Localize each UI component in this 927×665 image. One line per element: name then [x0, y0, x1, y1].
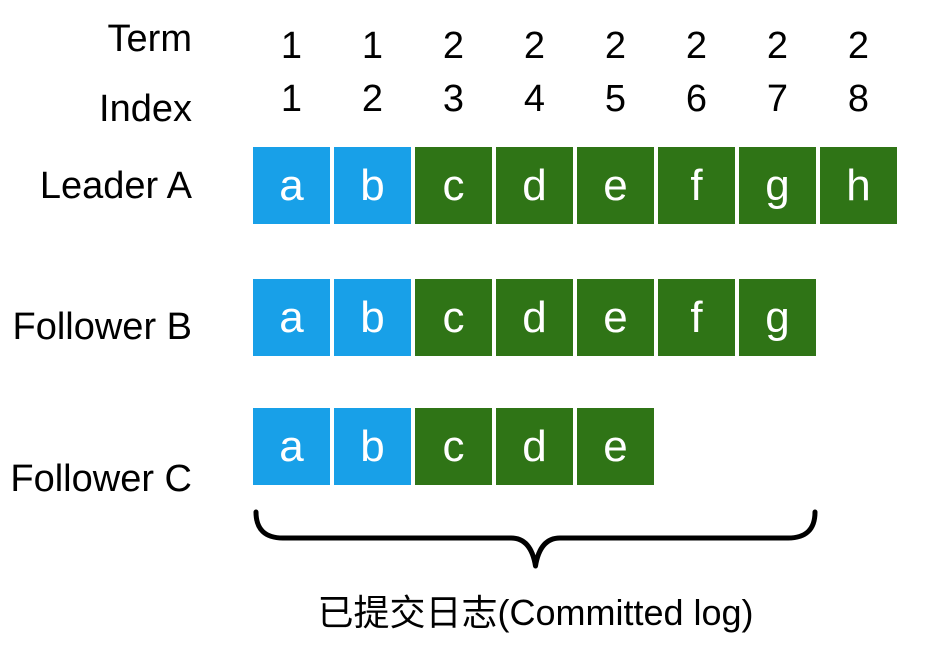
index-value-col-1: 1 [280, 78, 303, 120]
index-value-col-5: 5 [604, 78, 627, 120]
term-value-col-1: 1 [280, 25, 303, 67]
node-label-follower-c: Follower C [10, 458, 192, 500]
log-entry-leader-a-d: d [496, 147, 573, 224]
committed-log-underbrace-icon [253, 509, 818, 569]
term-value-col-7: 2 [766, 25, 789, 67]
term-value-col-2: 1 [361, 25, 384, 67]
log-entry-leader-a-b: b [334, 147, 411, 224]
log-entry-follower-b-f: f [658, 279, 735, 356]
log-entry-leader-a-f: f [658, 147, 735, 224]
log-entry-follower-c-c: c [415, 408, 492, 485]
log-entry-follower-b-b: b [334, 279, 411, 356]
term-value-col-8: 2 [847, 25, 870, 67]
log-entry-follower-b-a: a [253, 279, 330, 356]
log-entry-leader-a-c: c [415, 147, 492, 224]
node-label-leader-a: Leader A [39, 165, 192, 207]
term-value-col-6: 2 [685, 25, 708, 67]
log-entry-follower-c-b: b [334, 408, 411, 485]
index-value-col-8: 8 [847, 78, 870, 120]
index-value-col-3: 3 [442, 78, 465, 120]
index-number-row: 1 2 3 4 5 6 7 8 [253, 80, 897, 118]
index-value-col-4: 4 [523, 78, 546, 120]
index-value-col-6: 6 [685, 78, 708, 120]
index-value-col-7: 7 [766, 78, 789, 120]
log-entry-leader-a-a: a [253, 147, 330, 224]
term-value-col-5: 2 [604, 25, 627, 67]
index-value-col-2: 2 [361, 78, 384, 120]
index-row-label: Index [99, 88, 192, 130]
node-label-follower-b: Follower B [12, 306, 193, 348]
log-entry-leader-a-e: e [577, 147, 654, 224]
log-entry-follower-c-d: d [496, 408, 573, 485]
log-entry-leader-a-g: g [739, 147, 816, 224]
term-number-row: 1 1 2 2 2 2 2 2 [253, 27, 897, 65]
log-entry-follower-b-e: e [577, 279, 654, 356]
log-entry-follower-c-a: a [253, 408, 330, 485]
committed-log-caption: 已提交日志(Committed log) [317, 592, 754, 633]
log-entry-follower-c-e: e [577, 408, 654, 485]
term-value-col-3: 2 [442, 25, 465, 67]
term-row-label: Term [107, 18, 192, 60]
log-entry-follower-b-d: d [496, 279, 573, 356]
term-value-col-4: 2 [523, 25, 546, 67]
log-entry-follower-b-g: g [739, 279, 816, 356]
log-entry-follower-b-c: c [415, 279, 492, 356]
log-entry-leader-a-h: h [820, 147, 897, 224]
